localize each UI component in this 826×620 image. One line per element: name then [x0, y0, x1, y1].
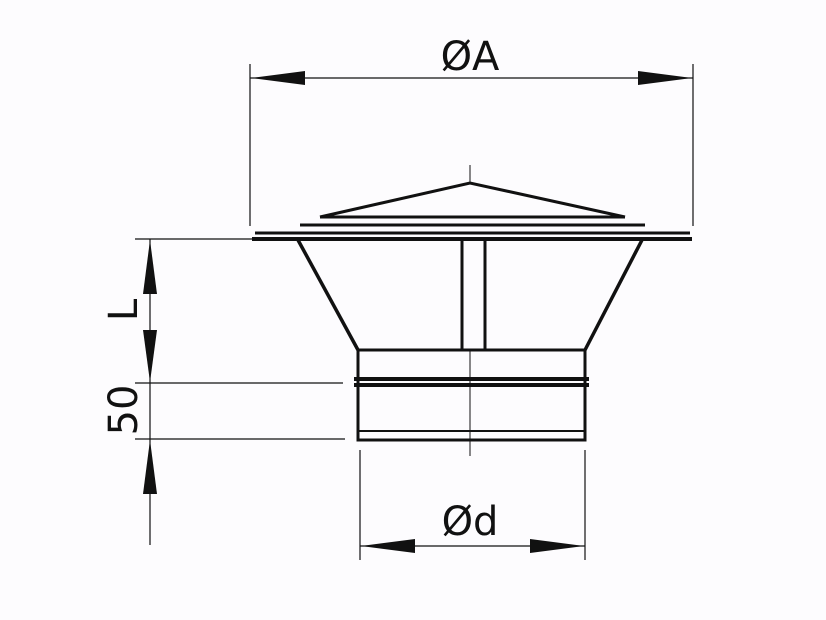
label-height: L	[101, 298, 147, 321]
label-outer-diameter: ØA	[441, 34, 500, 80]
cap-roof	[252, 165, 692, 241]
center-support	[460, 240, 487, 456]
pipe-socket	[354, 348, 589, 442]
arrowhead	[143, 330, 157, 382]
label-socket-length: 50	[101, 385, 147, 436]
dimension-a	[249, 64, 694, 226]
arrowhead	[251, 71, 305, 85]
arrowhead	[361, 539, 415, 553]
arrowhead	[143, 440, 157, 494]
dimension-l-50	[135, 238, 345, 545]
arrowhead	[638, 71, 692, 85]
arrowhead	[530, 539, 584, 553]
label-pipe-diameter: Ød	[442, 499, 499, 545]
lower-cone	[296, 239, 644, 351]
arrowhead	[143, 240, 157, 294]
